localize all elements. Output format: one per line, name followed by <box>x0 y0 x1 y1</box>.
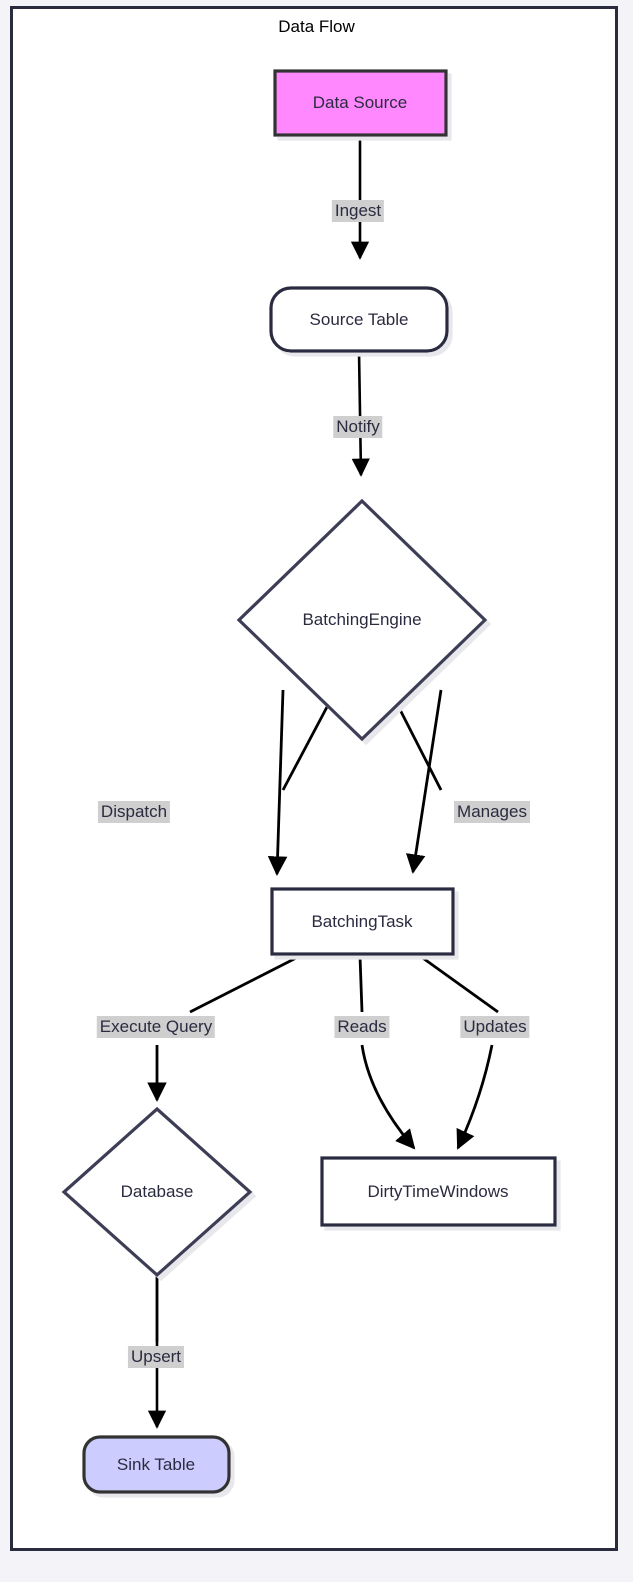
node-source-table[interactable] <box>269 286 449 353</box>
node-database[interactable] <box>61 1106 253 1278</box>
node-dirty-time-windows[interactable] <box>320 1156 557 1227</box>
node-batching-engine[interactable] <box>236 498 488 742</box>
edge-dispatch <box>267 689 288 876</box>
edge-reads <box>360 1044 416 1150</box>
node-sink-table[interactable] <box>82 1435 231 1494</box>
edge-manages <box>405 689 443 874</box>
node-batching-task[interactable] <box>270 887 455 956</box>
edge-updates <box>456 1044 494 1150</box>
edge-connector-segments <box>155 689 499 1342</box>
diagram-canvas <box>10 6 618 1551</box>
edge-notify <box>351 350 370 477</box>
node-data-source[interactable] <box>273 69 448 137</box>
